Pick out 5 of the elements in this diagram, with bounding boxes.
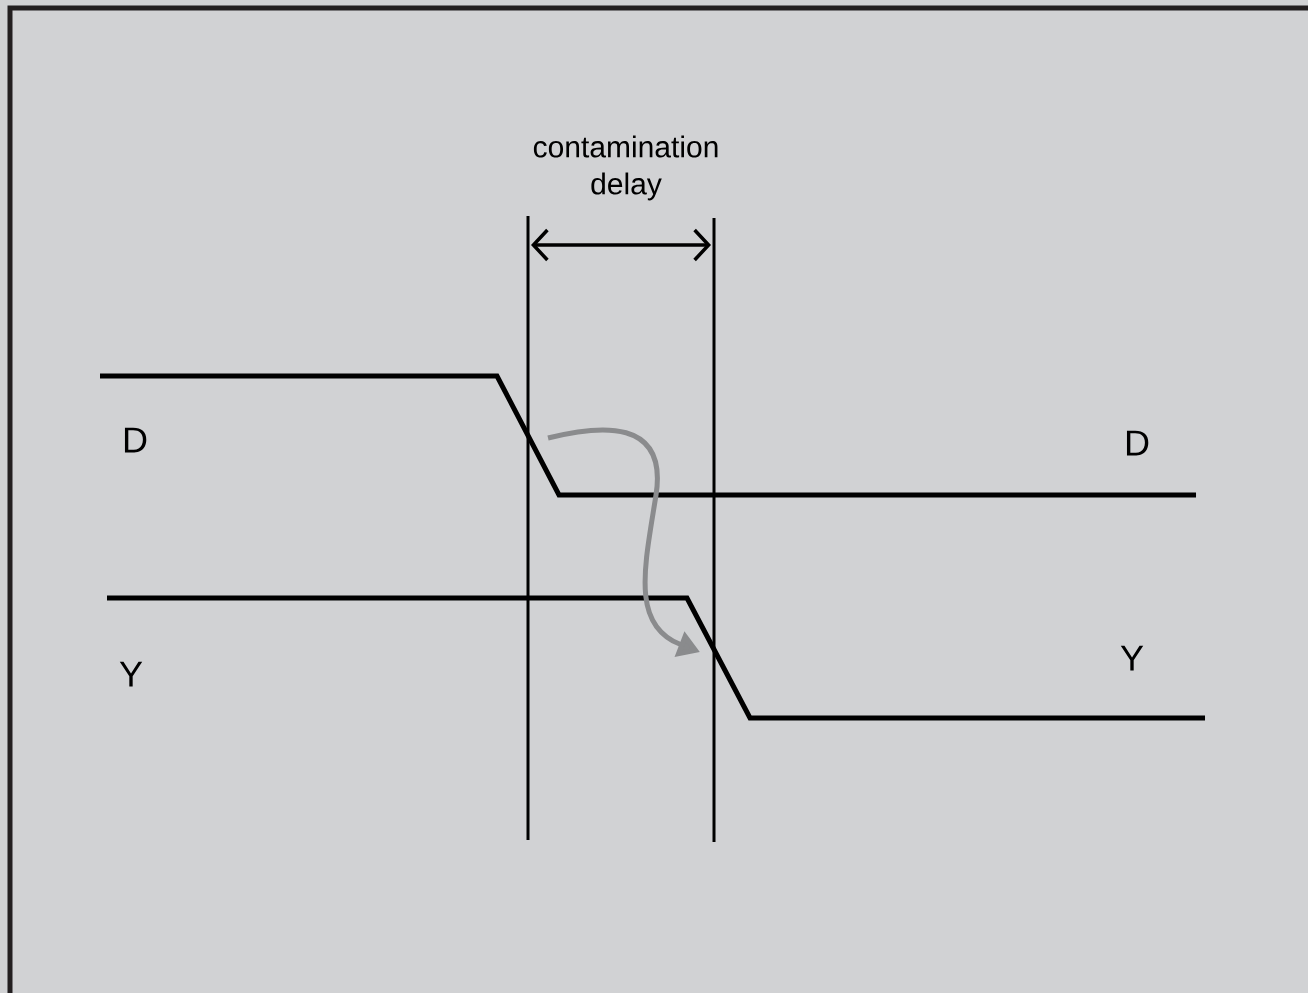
signal-label: Y [1120, 645, 1144, 671]
signal-label: D [124, 427, 147, 453]
signal-label: Y [119, 661, 143, 687]
signal-label: D [1126, 430, 1149, 456]
dimension-label: contamination delay [533, 135, 718, 201]
